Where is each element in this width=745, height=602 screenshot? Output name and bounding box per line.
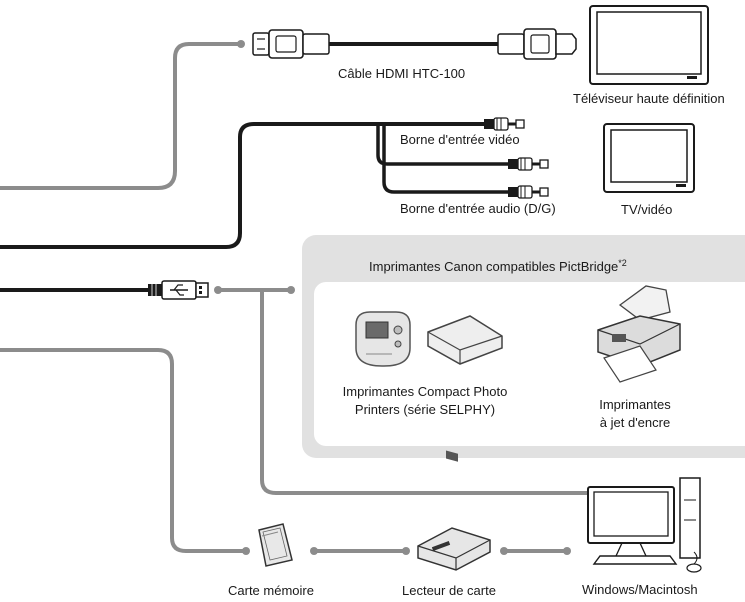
usb-plug-icon <box>148 280 209 300</box>
pictbridge-footnote-mark: *2 <box>618 258 627 268</box>
hd-tv-icon <box>589 5 709 85</box>
card-dot-right <box>310 547 318 555</box>
usb-gray-dot-left <box>214 286 222 294</box>
selphy-round-printer-icon <box>355 311 411 367</box>
memory-card-line <box>0 348 245 553</box>
av-cable-branch-white <box>382 124 508 194</box>
av-cable-branch-red <box>376 124 508 166</box>
computer-dot-2 <box>563 547 571 555</box>
audio-input-label: Borne d'entrée audio (D/G) <box>400 201 556 216</box>
memory-card-dot <box>242 547 250 555</box>
computer-icon <box>587 477 702 573</box>
crt-tv-icon <box>603 123 695 193</box>
pictbridge-title-text: Imprimantes Canon compatibles PictBridge <box>369 259 619 274</box>
computer-label: Windows/Macintosh <box>582 582 698 597</box>
hdmi-cable-end-dot <box>237 40 245 48</box>
memory-card-icon <box>258 523 293 567</box>
hdmi-cable-label: Câble HDMI HTC-100 <box>338 66 466 81</box>
rca-video-plug-icon <box>484 117 525 131</box>
pictbridge-title: Imprimantes Canon compatibles PictBridge… <box>369 255 627 275</box>
selphy-label-line1: Imprimantes Compact Photo <box>342 384 508 399</box>
reader-dot-left <box>402 547 410 555</box>
hdmi-full-plug-icon <box>497 28 577 60</box>
selphy-label-line2: Printers (série SELPHY) <box>354 402 496 417</box>
hd-tv-label: Téléviseur haute définition <box>573 91 725 106</box>
inkjet-printer-icon <box>597 285 681 383</box>
rca-audio-l-plug-icon <box>508 185 549 199</box>
card-reader-icon <box>417 527 491 571</box>
selphy-flat-printer-icon <box>427 315 503 462</box>
inkjet-label-line2: à jet d'encre <box>599 415 671 430</box>
video-input-label: Borne d'entrée vidéo <box>400 132 520 147</box>
reader-dot-right <box>500 547 508 555</box>
inkjet-label-line1: Imprimantes <box>599 397 671 412</box>
card-reader-label: Lecteur de carte <box>402 583 496 598</box>
av-cable-line <box>0 122 484 249</box>
hdmi-mini-plug-icon <box>252 29 330 59</box>
rca-audio-r-plug-icon <box>508 157 549 171</box>
memory-card-label: Carte mémoire <box>228 583 314 598</box>
tv-video-label: TV/vidéo <box>621 202 673 217</box>
usb-to-computer-line <box>260 290 590 495</box>
hdmi-cable-line <box>0 42 240 190</box>
usb-gray-dot-right <box>287 286 295 294</box>
